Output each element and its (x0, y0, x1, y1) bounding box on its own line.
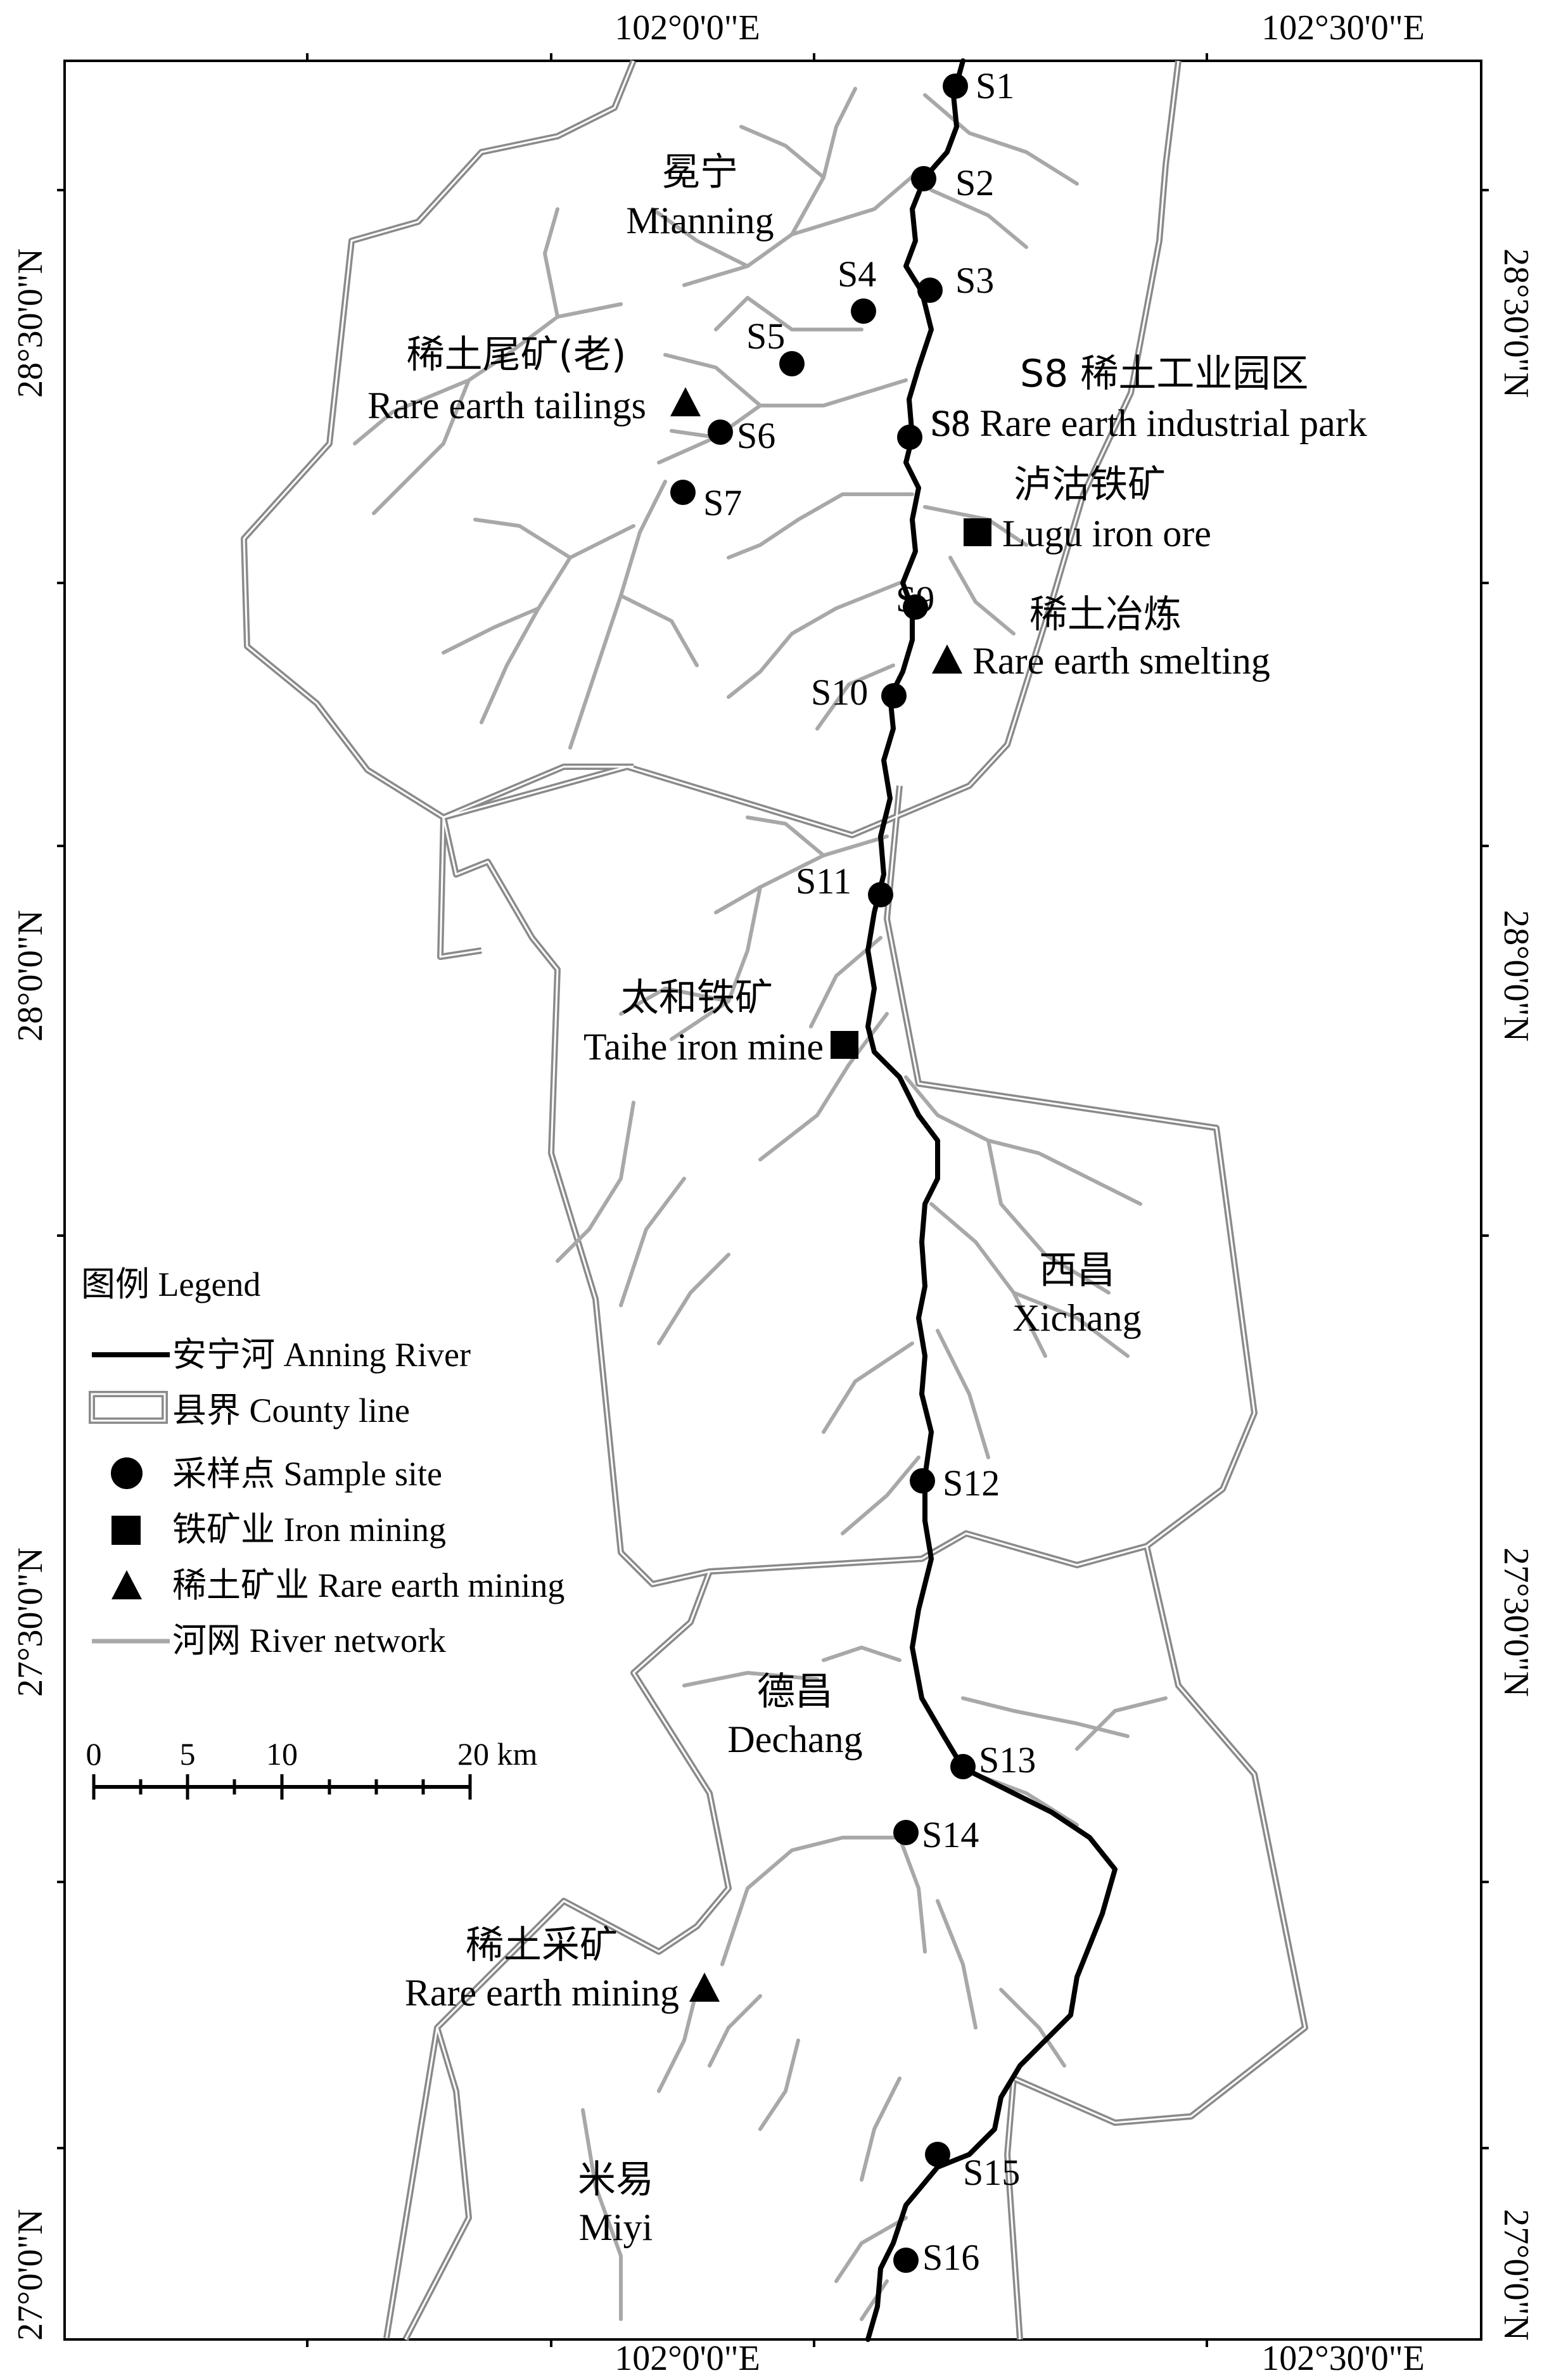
county-lines (241, 60, 1308, 2341)
site-s13-label: S13 (979, 1739, 1036, 1781)
scale-bar: 0 5 10 20 km (86, 1736, 538, 1800)
lugu-en: Lugu iron ore (1002, 513, 1211, 554)
legend-item-river: 安宁河 Anning River (172, 1336, 471, 1374)
taihe-en: Taihe iron mine (583, 1026, 824, 1068)
square-icon (112, 1516, 141, 1545)
triangle-icon (112, 1570, 142, 1599)
site-s3-circle-icon (917, 278, 943, 303)
site-s12-circle-icon (910, 1468, 935, 1494)
double-gray-line-icon-inner (91, 1393, 166, 1422)
coord-bottom-1: 102°30'0"E (1261, 2339, 1425, 2378)
coord-left-0: 28°30'0"N (11, 248, 50, 398)
site-s5-label: S5 (746, 316, 785, 357)
mining-zh: 稀土采矿 (466, 1923, 618, 1967)
scale-label-10: 10 (266, 1736, 298, 1772)
site-s4-circle-icon (851, 298, 876, 324)
coord-right-3: 27°0'0"N (1496, 2209, 1536, 2341)
frame-ticks (57, 53, 1489, 2347)
coord-left-3: 27°0'0"N (11, 2209, 50, 2341)
tailings-triangle-icon (670, 387, 701, 416)
mining-triangle-icon (689, 1973, 720, 2002)
mianning-zh: 冕宁 (662, 150, 738, 195)
dechang-en: Dechang (727, 1718, 862, 1760)
site-s1-label: S1 (976, 65, 1014, 106)
site-s2-circle-icon (911, 166, 936, 191)
site-s13-circle-icon (950, 1754, 976, 1779)
site-s3-label: S3 (955, 260, 994, 301)
tailings-zh: 稀土尾矿(老) (407, 333, 627, 377)
site-s8-circle-icon (897, 425, 922, 450)
taihe-iron-mine-square-icon (831, 1031, 858, 1059)
site-s6-circle-icon (708, 419, 733, 445)
dechang-zh: 德昌 (757, 1670, 833, 1714)
site-s16-circle-icon (893, 2248, 919, 2273)
site-s12-label: S12 (943, 1462, 1000, 1504)
site-s6-label: S6 (737, 415, 775, 456)
coord-top-1: 102°30'0"E (1261, 8, 1425, 48)
site-s7-label: S7 (703, 482, 742, 523)
anning-river (865, 58, 1118, 2342)
legend: 图例 Legend 安宁河 Anning River 县界 County lin… (81, 1265, 564, 1660)
scale-label-5: 5 (180, 1736, 196, 1772)
site-s11-label: S11 (796, 861, 851, 902)
mianning-en: Mianning (626, 200, 774, 241)
river-network (353, 87, 1168, 2321)
tailings-en: Rare earth tailings (367, 385, 646, 426)
scale-label-0: 0 (86, 1736, 102, 1772)
miyi-en: Miyi (579, 2206, 653, 2248)
site-s11-circle-icon (868, 882, 893, 907)
site-s9-label: S9 (896, 579, 934, 620)
legend-item-county: 县界 County line (172, 1392, 410, 1430)
smelting-en: Rare earth smelting (972, 640, 1270, 682)
miyi-zh: 米易 (578, 2158, 654, 2202)
site-s8-label: S8 (931, 403, 970, 444)
site-s2-label: S2 (955, 162, 994, 203)
coord-bottom-0: 102°0'0"E (615, 2339, 760, 2378)
coord-top-0: 102°0'0"E (615, 8, 760, 48)
coord-right-1: 28°0'0"N (1496, 910, 1536, 1042)
site-s4-label: S4 (838, 253, 876, 295)
legend-item-network: 河网 River network (172, 1622, 446, 1660)
park-en: S8 Rare earth industrial park (930, 402, 1367, 444)
coord-right-2: 27°30'0"N (1496, 1547, 1536, 1697)
legend-item-iron: 铁矿业 Iron mining (172, 1511, 446, 1549)
smelting-triangle-icon (932, 644, 962, 674)
smelting-zh: 稀土冶炼 (1029, 592, 1182, 637)
lugu-zh: 泸沽铁矿 (1014, 463, 1166, 507)
xichang-zh: 西昌 (1039, 1248, 1115, 1293)
xichang-en: Xichang (1012, 1297, 1141, 1339)
legend-item-site: 采样点 Sample site (172, 1455, 442, 1493)
site-s5-circle-icon (779, 351, 805, 376)
site-s1-circle-icon (943, 74, 968, 99)
scale-label-20: 20 km (457, 1736, 538, 1772)
map-frame (63, 60, 1482, 2341)
park-zh: S8 稀土工业园区 (1020, 352, 1308, 396)
coord-left-1: 28°0'0"N (11, 910, 50, 1042)
legend-item-rare-earth: 稀土矿业 Rare earth mining (172, 1566, 564, 1604)
site-s14-label: S14 (922, 1814, 979, 1855)
site-s15-circle-icon (925, 2142, 950, 2167)
site-s10-circle-icon (881, 683, 907, 708)
site-s15-label: S15 (963, 2152, 1020, 2193)
site-s10-label: S10 (811, 672, 868, 713)
site-s7-circle-icon (670, 480, 696, 505)
site-s16-label: S16 (922, 2237, 979, 2278)
lugu-iron-ore-square-icon (964, 518, 991, 546)
mining-en: Rare earth mining (405, 1972, 679, 2014)
circle-icon (111, 1457, 143, 1489)
coord-right-0: 28°30'0"N (1496, 248, 1536, 398)
coord-left-2: 27°30'0"N (11, 1547, 50, 1697)
taihe-zh: 太和铁矿 (621, 976, 773, 1020)
site-s9-circle-icon (903, 594, 928, 620)
site-s14-circle-icon (893, 1820, 919, 1845)
legend-title: 图例 Legend (81, 1265, 260, 1303)
